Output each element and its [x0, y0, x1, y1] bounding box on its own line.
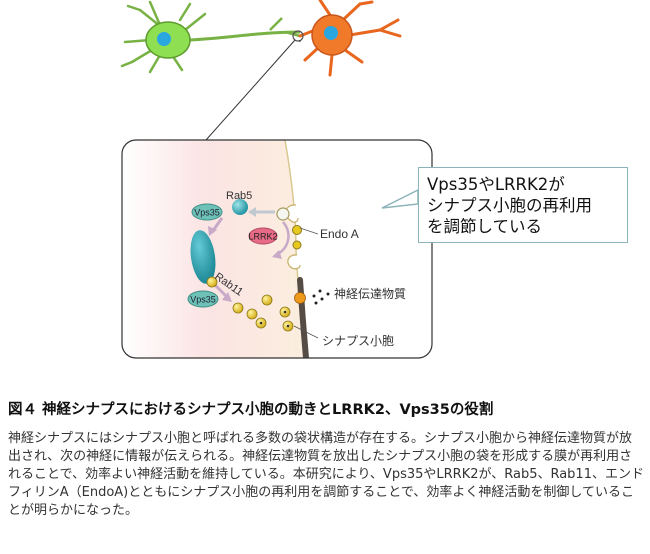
- neurotransmitter-dot: [320, 297, 324, 301]
- label-rab5: Rab5: [226, 190, 252, 202]
- label-lrrk2: LRRK2: [248, 232, 277, 242]
- arrow-head: [248, 207, 256, 217]
- budding-vesicle: [276, 207, 290, 221]
- vesicle-content-dot: [259, 321, 263, 325]
- rab5-endosome: [232, 199, 248, 215]
- endocytic-pit: [287, 254, 301, 270]
- endo-a-vesicle: [292, 225, 302, 235]
- lrrk2: [248, 227, 278, 245]
- label-neurotransmitter: 神経伝達物質: [334, 286, 406, 301]
- label-endo-a: Endo A: [320, 227, 359, 241]
- synapse-diagram: Rab5 Vps35 LRRK2 Endo A Rab11 Vps35 神経伝達…: [120, 0, 433, 359]
- arrow-head: [272, 250, 282, 259]
- zoom-frame: Rab5 Vps35 LRRK2 Endo A Rab11 Vps35 神経伝達…: [121, 139, 433, 359]
- label-synaptic-vesicle: シナプス小胞: [322, 334, 394, 348]
- vps35-top: [191, 203, 223, 221]
- fusing-vesicle: [294, 292, 306, 304]
- orange-neuron-nucleus: [324, 26, 338, 40]
- arrow-head: [222, 292, 232, 302]
- callout-box: Vps35やLRRK2が シナプス小胞の再利用 を調節している: [418, 167, 628, 243]
- neurotransmitter-dot: [318, 289, 322, 293]
- vesicle-content-dot: [286, 324, 290, 328]
- label-vps35-bottom: Vps35: [190, 295, 216, 305]
- endo-a-vesicle: [292, 240, 302, 250]
- vps35-bottom: [187, 290, 219, 308]
- leader-line: [293, 325, 319, 339]
- label-vps35-top: Vps35: [194, 208, 220, 218]
- neurotransmitter-dot: [326, 292, 330, 296]
- endocytic-pit: [285, 204, 299, 223]
- synaptic-vesicle: [246, 308, 258, 320]
- arrow-head: [208, 226, 217, 236]
- recycling-endosome: [190, 230, 216, 284]
- callout-seam: [418, 191, 422, 203]
- synaptic-vesicle: [232, 302, 244, 314]
- leader-line: [299, 227, 319, 235]
- active-zone: [297, 277, 309, 358]
- caption-text: 神経シナプスにはシナプス小胞と呼ばれる多数の袋状構造が存在する。シナプス小胞から…: [8, 431, 644, 518]
- green-neuron-nucleus: [157, 32, 171, 46]
- axon: [189, 30, 301, 42]
- figure-caption: 神経シナプスにはシナプス小胞と呼ばれる多数の袋状構造が存在する。シナプス小胞から…: [8, 430, 644, 520]
- vesicle-content-dot: [283, 310, 287, 314]
- synapse-marker: [292, 30, 304, 42]
- synaptic-vesicle: [261, 294, 273, 306]
- orange-neuron: [298, 0, 402, 77]
- zoom-line: [205, 39, 296, 141]
- neurotransmitter-dot: [314, 301, 318, 305]
- neurotransmitter-dot: [312, 294, 316, 298]
- neuron-illustration: [120, 0, 402, 77]
- figure-title: 図４ 神経シナプスにおけるシナプス小胞の動きとLRRK2、Vps35の役割: [8, 402, 494, 418]
- budding-vesicle: [206, 276, 218, 288]
